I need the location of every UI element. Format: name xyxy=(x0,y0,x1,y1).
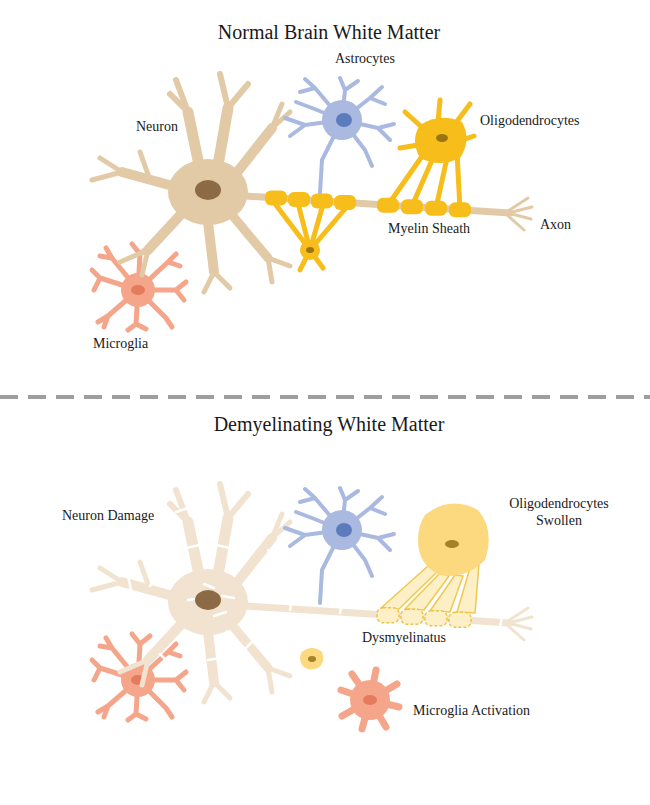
swollen-oligodendrocyte xyxy=(418,504,489,576)
oligodendrocyte-cell xyxy=(300,240,320,260)
oligodendrocyte-cell xyxy=(276,100,474,270)
label-slot: Astrocytes xyxy=(335,51,395,68)
myelin-segment xyxy=(377,198,399,213)
label-slot: Microglia xyxy=(93,336,148,353)
astrocyte-cell xyxy=(285,488,394,603)
part-label: Microglia Activation xyxy=(413,703,530,720)
part-label: Astrocytes xyxy=(335,51,395,68)
panel-heading: Normal Brain White Matter xyxy=(4,20,650,44)
label-slot: Axon xyxy=(540,217,571,234)
label-slot: Microglia Activation xyxy=(413,703,530,720)
small-oligodendrocyte xyxy=(300,648,323,669)
myelin-segment xyxy=(288,192,310,207)
activated-microglia xyxy=(350,680,390,720)
label-slot: Normal Brain White Matter xyxy=(4,20,650,44)
part-label: Neuron Damage xyxy=(62,508,154,525)
damage-gap xyxy=(128,576,252,664)
dysmyelinated-segment xyxy=(425,611,447,626)
neuron-nucleus xyxy=(195,180,221,200)
panel-divider xyxy=(0,395,650,399)
label-slot: Myelin Sheath xyxy=(388,221,470,238)
myelin-segment xyxy=(449,202,471,217)
dysmyelinated-segment xyxy=(401,609,423,624)
myelin-segment xyxy=(265,191,471,218)
part-label: Oligodendrocytes xyxy=(480,113,580,130)
swollen-oligodendrocyte xyxy=(381,504,489,613)
neuron-cell xyxy=(92,74,532,292)
damaged-neuron xyxy=(92,484,532,702)
part-label: Oligodendrocytes Swollen xyxy=(497,496,621,530)
small-oligodendrocyte xyxy=(308,656,316,662)
activated-microglia xyxy=(341,670,399,729)
part-label: Myelin Sheath xyxy=(388,221,470,238)
microglia-cell xyxy=(92,634,186,720)
label-slot: Dysmyelinatus xyxy=(362,630,446,647)
part-label: Microglia xyxy=(93,336,148,353)
oligodendrocyte-cell xyxy=(415,118,467,163)
oligodendrocyte-cell xyxy=(436,134,448,142)
label-slot: Oligodendrocytes Swollen xyxy=(497,496,621,530)
myelin-segment xyxy=(401,199,423,214)
swollen-oligodendrocyte xyxy=(445,540,459,548)
activated-microglia xyxy=(341,670,399,729)
myelin-segment xyxy=(425,201,447,216)
part-label: Axon xyxy=(540,217,571,234)
neuron-nucleus xyxy=(195,590,221,610)
part-label: Dysmyelinatus xyxy=(362,630,446,647)
label-slot: Neuron xyxy=(136,119,178,136)
activated-microglia xyxy=(363,695,377,705)
damage-gap xyxy=(188,584,234,616)
part-label: Neuron xyxy=(136,119,178,136)
myelin-segment xyxy=(311,194,333,209)
microglia-cell xyxy=(92,244,186,330)
dysmyelinated-segment xyxy=(449,612,471,627)
panel-heading: Demyelinating White Matter xyxy=(4,412,650,436)
small-oligodendrocyte xyxy=(300,648,323,669)
dysmyelinated-segment xyxy=(377,608,399,623)
label-slot: Oligodendrocytes xyxy=(480,113,580,130)
oligodendrocyte-cell xyxy=(276,100,474,270)
activated-microglia xyxy=(341,670,399,729)
dysmyelinated-segment xyxy=(377,608,471,628)
myelin-segment xyxy=(334,195,356,210)
label-slot: Demyelinating White Matter xyxy=(4,412,650,436)
myelin-segment xyxy=(265,191,287,206)
astrocyte-cell xyxy=(285,78,394,193)
damage-gap xyxy=(176,508,278,558)
oligodendrocyte-cell xyxy=(306,247,314,253)
label-slot: Neuron Damage xyxy=(62,508,154,525)
